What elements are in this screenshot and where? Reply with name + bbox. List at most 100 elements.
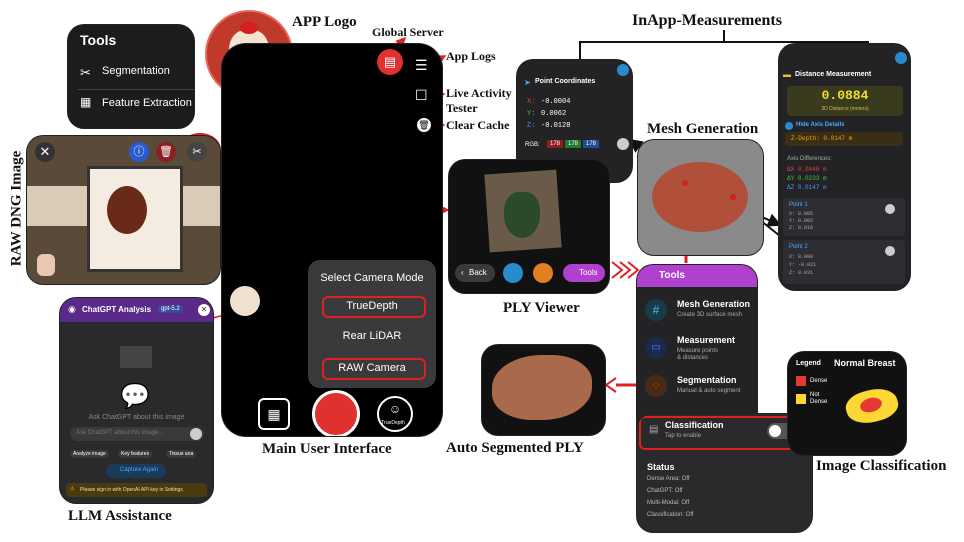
chip-features[interactable]: Key features [118,450,153,458]
classification-result: Legend Normal Breast Dense Not Dense [788,352,906,455]
status-item: ChatGPT: Off [647,488,683,494]
dx-value: ΔX 0.0040 m [787,166,827,173]
measurement-option-sub-2: & distances [677,355,709,361]
y-label: Y: [527,110,536,118]
camera-mode-title: Select Camera Mode [320,272,424,284]
mesh-option-title[interactable]: Mesh Generation [677,299,751,309]
chicken-thumb [37,254,55,276]
cube-icon[interactable] [533,263,553,283]
point-marker [730,194,736,200]
chip-analyze[interactable]: Analyze image [70,450,109,458]
back-button[interactable]: ‹ Back [455,264,495,282]
ply-viewer-label: PLY Viewer [503,300,580,316]
segmentation-option-title[interactable]: Segmentation [677,375,737,385]
gallery-icon[interactable]: ▦ [258,398,290,430]
truedepth-mode-label: TrueDepth [381,420,405,426]
capture-again-button[interactable]: Capture Again [106,464,166,478]
measurement-option-title[interactable]: Measurement [677,335,736,345]
chicken-comb [240,22,258,34]
shutter-button[interactable] [312,390,360,436]
hide-icon [785,122,793,130]
ruler-icon: ▬ [783,70,791,79]
tool-segmentation[interactable]: Segmentation [102,65,170,77]
point1-card[interactable]: Point 1 X: 0.005 Y: 0.002 Z: 0.016 [783,198,905,236]
legend-title: Legend [796,360,821,367]
z-value: -0.0128 [541,122,571,130]
main-ui-label: Main User Interface [262,441,392,457]
segmentation-option-sub: Manual & auto segment [677,388,741,394]
raw-dng-label: RAW DNG Image [8,150,25,267]
truedepth-option[interactable]: TrueDepth [318,295,426,317]
chatgpt-input[interactable]: Ask ChatGPT about this image... [70,427,204,441]
point2-toggle[interactable] [885,246,895,256]
capture-again-label: Capture Again [120,467,159,473]
point1-x: X: 0.005 [789,211,814,217]
dense-swatch [796,376,806,386]
back-label: Back [469,268,487,277]
close-icon[interactable]: ✕ [35,142,55,162]
distance-panel: ▬ Distance Measurement 0.0884 3D Distanc… [779,44,910,290]
point2-title: Point 2 [789,244,808,250]
chip-tissue[interactable]: Tissue ana [166,450,197,458]
not-dense-swatch [796,394,806,404]
classification-result-title: Normal Breast [834,358,896,368]
raw-dng-image: ✕ ⓘ 🗑 ✂ [27,136,220,284]
scissors-icon: ✂ [80,65,91,80]
tools-button[interactable]: Tools [563,264,605,282]
mesh-image [638,140,763,255]
warning-icon: ⚠ [70,486,75,492]
ply-viewer: ‹ Back Tools [449,160,609,293]
logs-icon[interactable]: ☰ [415,57,428,73]
toggle-dot[interactable] [617,138,629,150]
chat-bubbles-icon: 💬 [120,383,150,410]
dense-label: Dense [810,378,828,384]
send-icon[interactable] [190,428,202,440]
zdepth-box: Z-Depth: 0.0147 m [785,132,903,146]
document-icon: ▤ [649,424,659,435]
info-icon[interactable]: ⓘ [129,142,149,162]
tools-icon[interactable]: ✂ [187,142,207,162]
highlight-box [322,358,426,380]
y-value: 0.0062 [541,110,567,118]
chatgpt-icon: ◉ [68,304,76,314]
global-server-label: Global Server [372,25,444,39]
hide-axis-link[interactable]: Hide Axis Details [796,122,845,128]
logo-thumbnail[interactable] [230,286,260,316]
point1-toggle[interactable] [885,204,895,214]
chatgpt-prompt: Ask ChatGPT about this image [88,414,185,421]
inapp-measurements-label: InApp-Measurements [632,12,782,29]
distance-title: Distance Measurement [795,71,872,78]
app-logo-label: APP Logo [292,14,357,30]
trash-icon[interactable]: 🗑 [417,118,431,132]
toggle-knob [769,425,781,437]
tools-title: Tools [80,32,117,48]
chatgpt-panel: ◉ ChatGPT Analysis gpt-5.2 ✕ 💬 Ask ChatG… [60,298,213,503]
server-icon[interactable]: ▤ [377,49,403,75]
classification-card: ▤ Classification Tap to enable Status De… [637,414,812,532]
live-activity-label-2: Tester [446,101,478,115]
close-icon[interactable] [617,64,629,76]
live-activity-icon[interactable]: ☐ [415,87,428,103]
location-icon: ➤ [524,78,531,87]
chatgpt-header: ◉ ChatGPT Analysis gpt-5.2 ✕ [60,298,213,322]
tool-feature-extraction[interactable]: Feature Extraction [102,97,192,109]
point1-z: Z: 0.016 [789,225,814,231]
close-icon[interactable]: ✕ [198,304,210,316]
face-icon[interactable]: ☺ [377,396,413,432]
ply-model-inner [504,192,540,238]
model-select[interactable]: gpt-5.2 [158,305,183,313]
trash-icon[interactable]: 🗑 [156,142,176,162]
rear-lidar-option[interactable]: Rear LiDAR [318,325,426,347]
raw-camera-option[interactable]: RAW Camera [318,357,426,379]
z-label: Z: [527,122,536,130]
zdepth-text: Z-Depth: 0.0147 m [791,135,853,142]
status-title: Status [647,462,675,472]
point2-card[interactable]: Point 2 X: 0.009 Y: -0.021 Z: 0.031 [783,240,905,284]
rotate-icon[interactable] [503,263,523,283]
warning-text: Please sign in with OpenAI API key in Se… [80,487,183,493]
distance-value-box: 0.0884 3D Distance (meters) [787,86,903,116]
auto-segmented-label: Auto Segmented PLY [446,440,584,456]
close-icon[interactable] [895,52,907,64]
chatgpt-title: ChatGPT Analysis [82,305,152,314]
status-item: Multi-Modal: Off [647,500,690,506]
